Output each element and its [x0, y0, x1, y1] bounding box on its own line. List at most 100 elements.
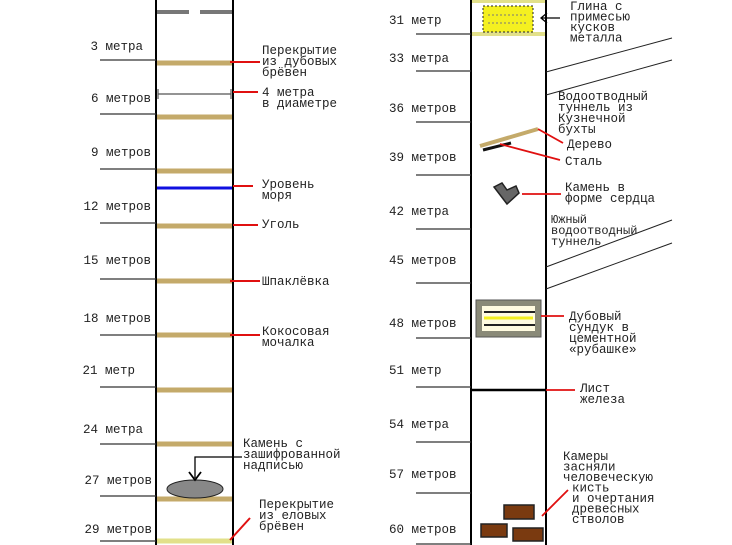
depth-label: 12 метров [83, 200, 151, 214]
depth-label: 18 метров [83, 312, 151, 326]
depth-labels-right: 31 метр 33 метра 36 метров 39 метров 42 … [389, 14, 457, 537]
putty-label: Шпаклёвка [262, 275, 330, 289]
arrow-icon [539, 12, 560, 24]
diagram-mark [545, 59, 673, 96]
depth-label: 51 метр [389, 364, 442, 378]
label-line: Водоотводный [558, 90, 648, 104]
label-line: туннель [551, 235, 601, 249]
tunnel-lines [545, 37, 673, 290]
label-line: брёвен [259, 520, 304, 534]
label-line: кисть [572, 482, 610, 496]
label-line: Камеры [563, 450, 608, 464]
label-line: Перекрытие [259, 498, 334, 512]
label-line: засняли [563, 461, 616, 475]
depth-label: 33 метра [389, 52, 450, 66]
depth-ticks-right [416, 33, 471, 545]
label-line: водоотводный [551, 224, 637, 238]
label-line: Камень с [243, 437, 303, 451]
diagram-mark [229, 517, 251, 541]
depth-labels-left: 3 метра 6 метров 9 метров 12 метров 15 м… [82, 40, 152, 537]
label-line: Лист [579, 382, 610, 396]
label-line: и очертания [572, 492, 655, 506]
depth-label: 3 метра [90, 40, 143, 54]
cipher-stone [166, 479, 224, 499]
log-platforms [157, 60, 232, 544]
depth-label: 45 метров [389, 254, 457, 268]
wood-label: Дерево [567, 138, 612, 152]
depth-ticks-left [100, 59, 156, 542]
label-line: Кокосовая [262, 325, 330, 339]
label-line: моря [262, 189, 292, 203]
arrow-icon [194, 456, 242, 478]
depth-label: 9 метров [91, 146, 151, 160]
depth-label: 54 метра [389, 418, 450, 432]
diameter-marker [157, 89, 232, 99]
depth-label: 27 метров [84, 474, 152, 488]
label-line: в диаметре [262, 97, 337, 111]
diagram-mark [499, 143, 561, 161]
label-line: древесных [572, 503, 640, 517]
diagram-mark [541, 489, 569, 517]
left-shaft [100, 0, 260, 545]
label-line: из дубовых [262, 55, 337, 69]
label-line: зашифрованной [243, 448, 341, 462]
label-line: мочалка [262, 336, 315, 350]
depth-label: 6 метров [91, 92, 151, 106]
depth-label: 42 метра [389, 205, 450, 219]
depth-label: 36 метров [389, 102, 457, 116]
clay-block [482, 5, 534, 33]
diagram-mark [545, 219, 673, 268]
label-line: 4 метра [262, 86, 315, 100]
diagram-mark [537, 128, 564, 144]
label-line: Камень в [565, 181, 625, 195]
diagram-mark [545, 242, 673, 290]
depth-label: 39 метров [389, 151, 457, 165]
label-line: кусков [570, 21, 615, 35]
label-line: сундук в [569, 321, 629, 335]
label-line: Дубовый [569, 310, 622, 324]
label-line: стволов [572, 513, 625, 527]
label-line: Кузнечной [558, 112, 626, 126]
label-line: брёвен [262, 66, 307, 80]
brick [512, 527, 544, 542]
pointer-lines-right [499, 128, 575, 517]
label-line: бухты [558, 123, 596, 137]
depth-label: 48 метров [389, 317, 457, 331]
label-line: цементной [569, 332, 637, 346]
depth-label: 57 метров [389, 468, 457, 482]
bricks [480, 504, 544, 542]
depth-label: 60 метров [389, 523, 457, 537]
depth-label: 31 метр [389, 14, 442, 28]
diagram-mark [188, 471, 202, 482]
label-line: надписью [243, 459, 304, 473]
steel-label: Сталь [565, 155, 603, 169]
label-line: Перекрытие [262, 44, 337, 58]
heart-stone [492, 182, 520, 206]
coal-label: Уголь [262, 218, 300, 232]
label-line: форме сердца [565, 192, 656, 206]
brick [480, 523, 508, 538]
steel-plate [482, 141, 512, 152]
label-line: Уровень [262, 178, 315, 192]
label-line: металла [570, 32, 623, 46]
label-line: железа [580, 393, 626, 407]
brick [503, 504, 535, 520]
label-line: из еловых [259, 509, 327, 523]
right-shaft [416, 0, 673, 545]
label-line: человеческую [563, 471, 654, 485]
